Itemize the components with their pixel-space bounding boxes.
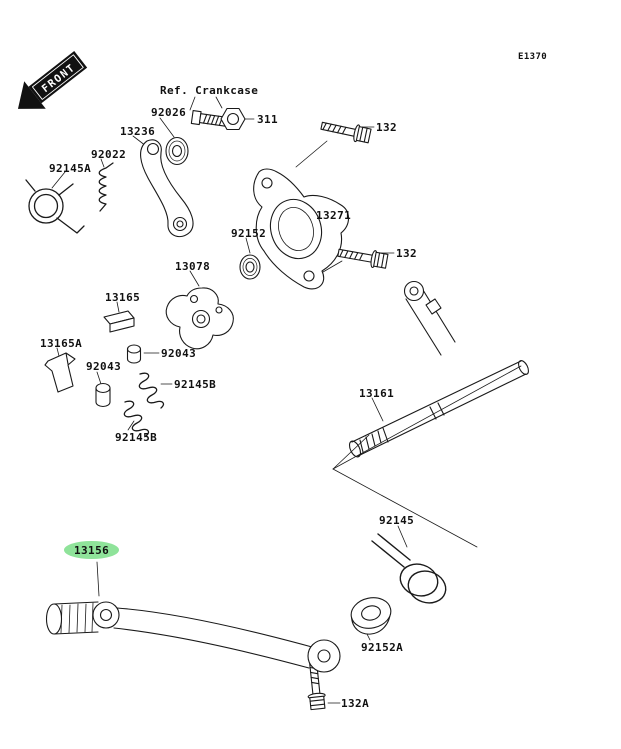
bushing-92152A-drawing [348, 594, 393, 634]
spring-92022-drawing [99, 163, 113, 211]
spring-92145B-a-drawing [139, 373, 163, 408]
part-label-13165A[interactable]: 13165A [40, 337, 83, 350]
stud-and-nut-311-drawing [191, 109, 245, 130]
part-label-92152[interactable]: 92152 [231, 227, 267, 240]
diagram-code: E1370 [518, 52, 548, 62]
part-label-13236[interactable]: 13236 [120, 125, 156, 138]
part-label-311[interactable]: 311 [257, 113, 279, 126]
part-label-92145B-b[interactable]: 92145B [115, 431, 158, 444]
bolt-132-mid-drawing [336, 243, 389, 271]
part-label-92043-b[interactable]: 92043 [86, 360, 122, 373]
spring-92145B-b-drawing [124, 401, 148, 436]
part-label-92145A[interactable]: 92145A [49, 162, 92, 175]
part-label-13165[interactable]: 13165 [105, 291, 141, 304]
part-label-132A[interactable]: 132A [341, 697, 370, 710]
ref-crankcase-label: Ref. Crankcase [160, 84, 259, 97]
pedal-13156-drawing [47, 602, 341, 672]
roller-92043-a-drawing [128, 345, 141, 363]
part-label-92022[interactable]: 92022 [91, 148, 127, 161]
part-label-13156[interactable]: 13156 [64, 541, 120, 559]
part-label-92145[interactable]: 92145 [379, 514, 415, 527]
plate-13271-drawing [254, 169, 349, 289]
spring-92145-drawing [372, 534, 450, 608]
shaft-13161-drawing [347, 282, 530, 459]
washer-92152-drawing [240, 255, 260, 279]
part-label-132-mid[interactable]: 132 [396, 247, 418, 260]
lever-13236-drawing [141, 140, 193, 237]
part-label-13271[interactable]: 13271 [316, 209, 352, 222]
part-label-13078[interactable]: 13078 [175, 260, 211, 273]
washer-92026-drawing [166, 138, 188, 165]
front-direction-logo: FRONT [17, 51, 88, 109]
bolt-132-top-drawing [319, 116, 372, 145]
part-label-92043-a[interactable]: 92043 [161, 347, 197, 360]
part-label-92152A[interactable]: 92152A [361, 641, 404, 654]
roller-92043-b-drawing [96, 384, 110, 407]
pawl-13165-drawing [104, 311, 134, 332]
cam-13078-drawing [166, 288, 233, 349]
bracket-13165A-drawing [45, 353, 75, 392]
part-label-132-top[interactable]: 132 [376, 121, 398, 134]
spring-92145A-drawing [26, 180, 84, 233]
part-label-13161[interactable]: 13161 [359, 387, 395, 400]
part-label-92145B-a[interactable]: 92145B [174, 378, 217, 391]
part-label-92026[interactable]: 92026 [151, 106, 187, 119]
